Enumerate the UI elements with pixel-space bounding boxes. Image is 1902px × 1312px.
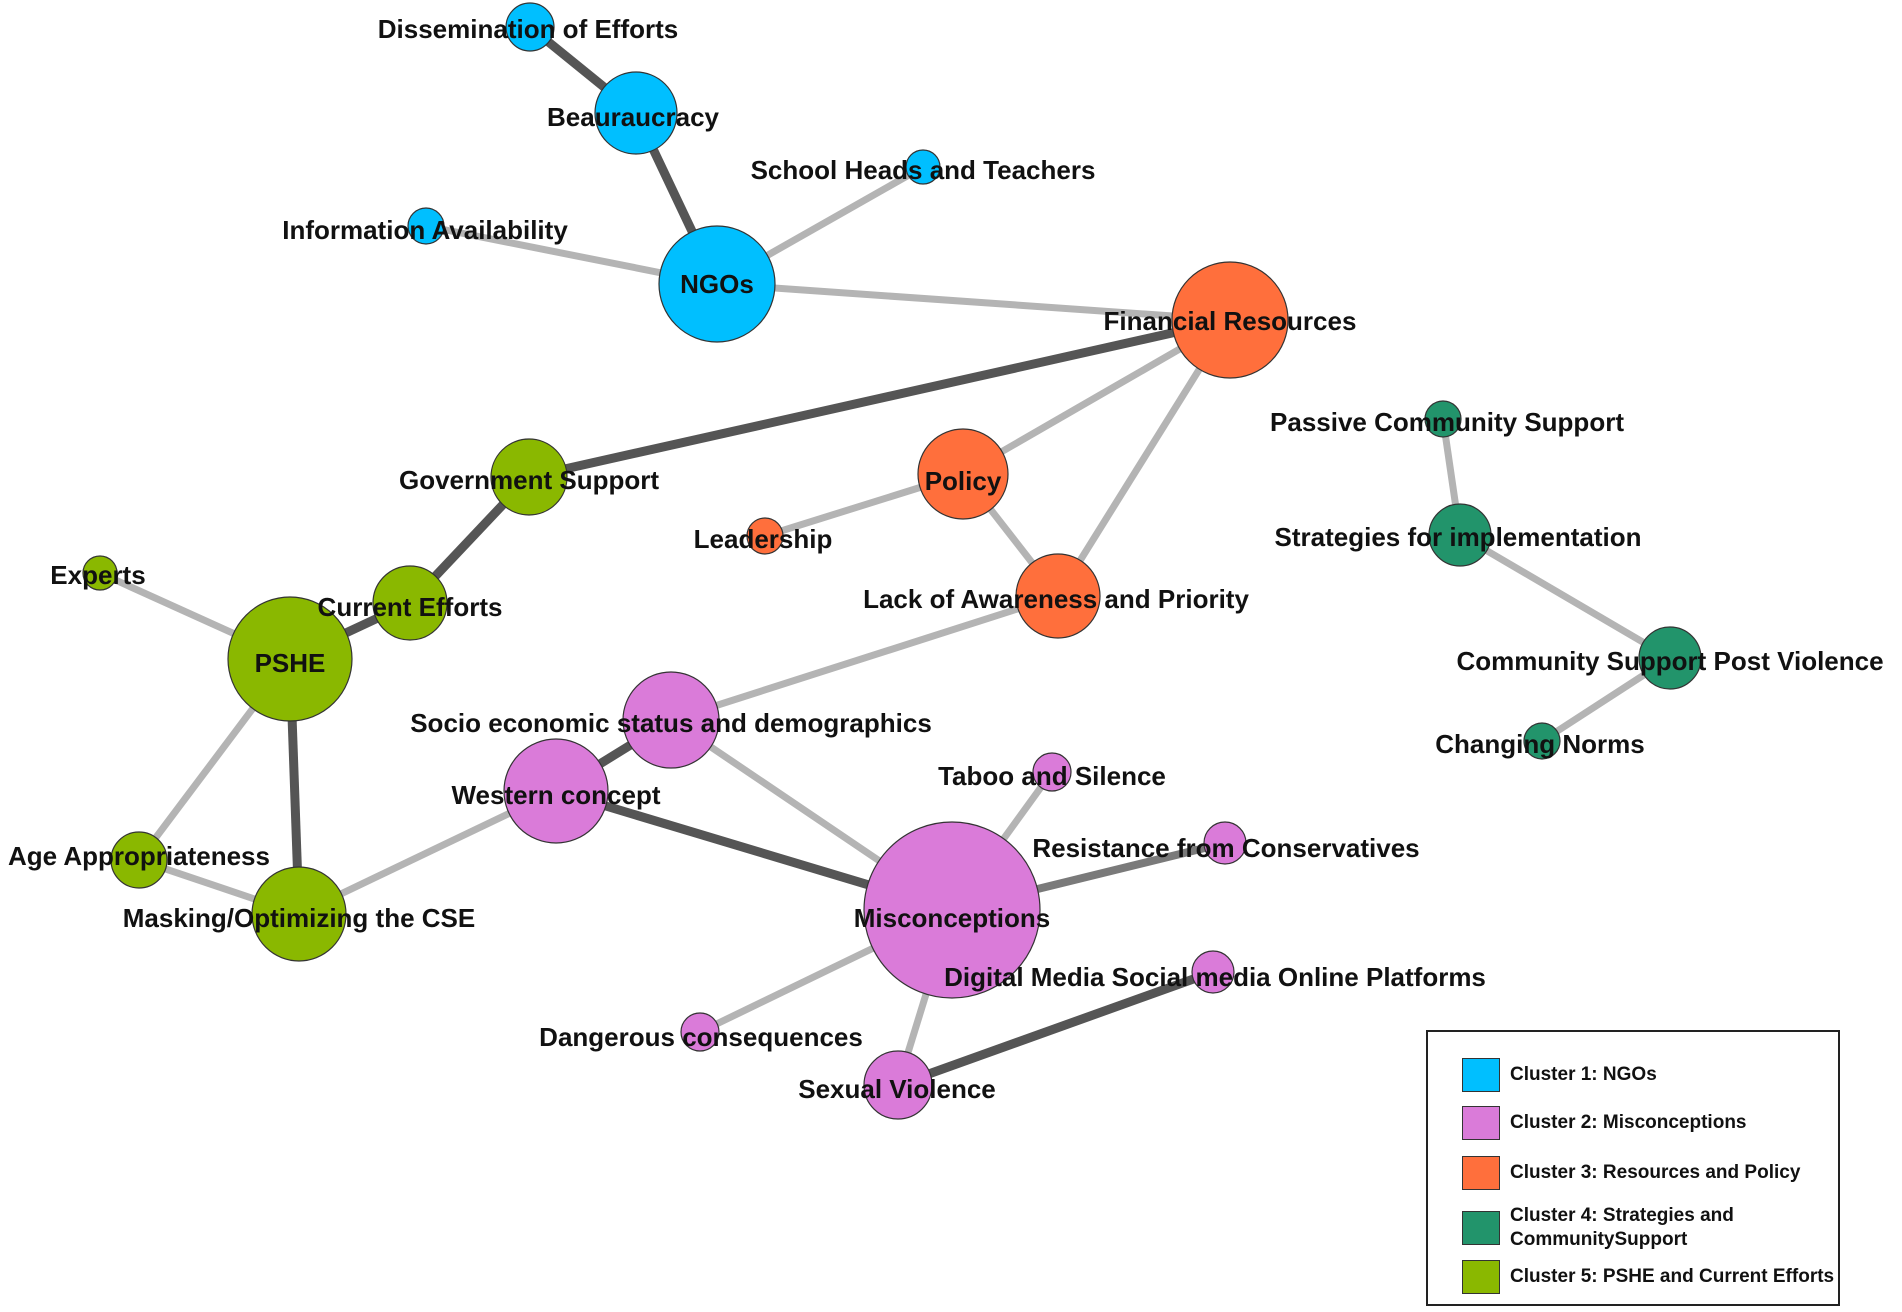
node-label-school_heads: School Heads and Teachers: [751, 155, 1096, 185]
legend-label: Cluster 3: Resources and Policy: [1510, 1162, 1801, 1183]
node-label-comm_post: Community Support Post Violence: [1456, 646, 1883, 676]
edge-financial-gov_support: [528, 315, 1231, 482]
legend-item-cluster-1: Cluster 1: NGOs: [1462, 1058, 1850, 1092]
node-label-gov_support: Government Support: [399, 465, 659, 495]
nodes-layer: [82, 2, 1702, 1120]
node-label-resistance: Resistance from Conservatives: [1032, 833, 1419, 863]
node-label-lack_awareness: Lack of Awareness and Priority: [863, 584, 1249, 614]
legend-swatch: [1462, 1211, 1500, 1245]
labels-layer: Dissemination of EffortsBeauraucracyScho…: [8, 14, 1884, 1104]
legend-item-cluster-3: Cluster 3: Resources and Policy: [1462, 1156, 1850, 1190]
node-changing_norms[interactable]: [1523, 722, 1561, 760]
legend-swatch: [1462, 1058, 1500, 1092]
node-label-experts: Experts: [50, 560, 145, 590]
legend-swatch: [1462, 1106, 1500, 1140]
node-label-masking: Masking/Optimizing the CSE: [123, 903, 475, 933]
node-label-ngos: NGOs: [680, 269, 754, 299]
node-leadership[interactable]: [746, 517, 784, 555]
legend-swatch: [1462, 1260, 1500, 1294]
edge-ngos-financial: [716, 280, 1231, 324]
node-label-financial: Financial Resources: [1104, 306, 1357, 336]
node-dissemination[interactable]: [505, 2, 555, 52]
node-school_heads[interactable]: [905, 149, 941, 185]
node-policy[interactable]: [917, 428, 1009, 520]
node-misconceptions[interactable]: [863, 821, 1041, 999]
node-label-pshe: PSHE: [255, 648, 326, 678]
node-label-passive_comm: Passive Community Support: [1270, 407, 1624, 437]
node-label-policy: Policy: [925, 466, 1002, 496]
node-label-strategies: Strategies for implementation: [1275, 522, 1642, 552]
legend-label: Cluster 4: Strategies and CommunitySuppo…: [1510, 1205, 1734, 1250]
node-lack_awareness[interactable]: [1015, 553, 1101, 639]
node-dangerous[interactable]: [680, 1012, 720, 1052]
node-resistance[interactable]: [1203, 821, 1247, 865]
node-label-dangerous: Dangerous consequences: [539, 1022, 863, 1052]
node-label-current_efforts: Current Efforts: [318, 592, 503, 622]
node-beauraucracy[interactable]: [594, 71, 678, 155]
node-western[interactable]: [503, 738, 609, 844]
node-label-changing_norms: Changing Norms: [1435, 729, 1644, 759]
node-gov_support[interactable]: [490, 438, 568, 516]
node-label-dissemination: Dissemination of Efforts: [378, 14, 678, 44]
node-label-digital: Digital Media Social media Online Platfo…: [944, 962, 1486, 992]
legend-swatch: [1462, 1156, 1500, 1190]
node-label-taboo: Taboo and Silence: [938, 761, 1166, 791]
edge-strategies-comm_post: [1458, 531, 1672, 662]
legend-item-cluster-2: Cluster 2: Misconceptions: [1462, 1106, 1850, 1140]
node-label-beauraucracy: Beauraucracy: [547, 102, 720, 132]
node-financial[interactable]: [1171, 261, 1289, 379]
node-label-leadership: Leadership: [694, 524, 833, 554]
edge-lack_awareness-socio: [669, 592, 1060, 724]
legend-label: Cluster 1: NGOs: [1510, 1064, 1657, 1085]
legend-item-cluster-5: Cluster 5: PSHE and Current Efforts: [1462, 1260, 1850, 1294]
node-age_approp[interactable]: [110, 831, 168, 889]
node-socio[interactable]: [622, 671, 720, 769]
node-ngos[interactable]: [658, 225, 776, 343]
node-digital[interactable]: [1191, 950, 1235, 994]
node-masking[interactable]: [251, 866, 347, 962]
node-passive_comm[interactable]: [1424, 400, 1462, 438]
legend-label: Cluster 2: Misconceptions: [1510, 1112, 1747, 1133]
legend: Cluster 1: NGOs Cluster 2: Misconception…: [1426, 1030, 1840, 1306]
node-info_avail[interactable]: [407, 207, 445, 245]
edge-sexual_violence-digital: [896, 967, 1215, 1090]
node-label-info_avail: Information Availability: [282, 215, 568, 245]
node-taboo[interactable]: [1032, 752, 1072, 792]
legend-item-cluster-4: Cluster 4: Strategies and CommunitySuppo…: [1462, 1204, 1850, 1252]
node-label-western: Western concept: [451, 780, 660, 810]
node-pshe[interactable]: [227, 596, 353, 722]
node-experts[interactable]: [82, 555, 118, 591]
node-sexual_violence[interactable]: [863, 1050, 933, 1120]
node-current_efforts[interactable]: [372, 565, 448, 641]
node-strategies[interactable]: [1428, 503, 1492, 567]
node-comm_post[interactable]: [1638, 626, 1702, 690]
node-label-misconceptions: Misconceptions: [854, 903, 1050, 933]
node-label-age_approp: Age Appropriateness: [8, 841, 270, 871]
node-label-sexual_violence: Sexual Violence: [798, 1074, 996, 1104]
legend-label: Cluster 5: PSHE and Current Efforts: [1510, 1266, 1835, 1287]
node-label-socio: Socio economic status and demographics: [410, 708, 932, 738]
